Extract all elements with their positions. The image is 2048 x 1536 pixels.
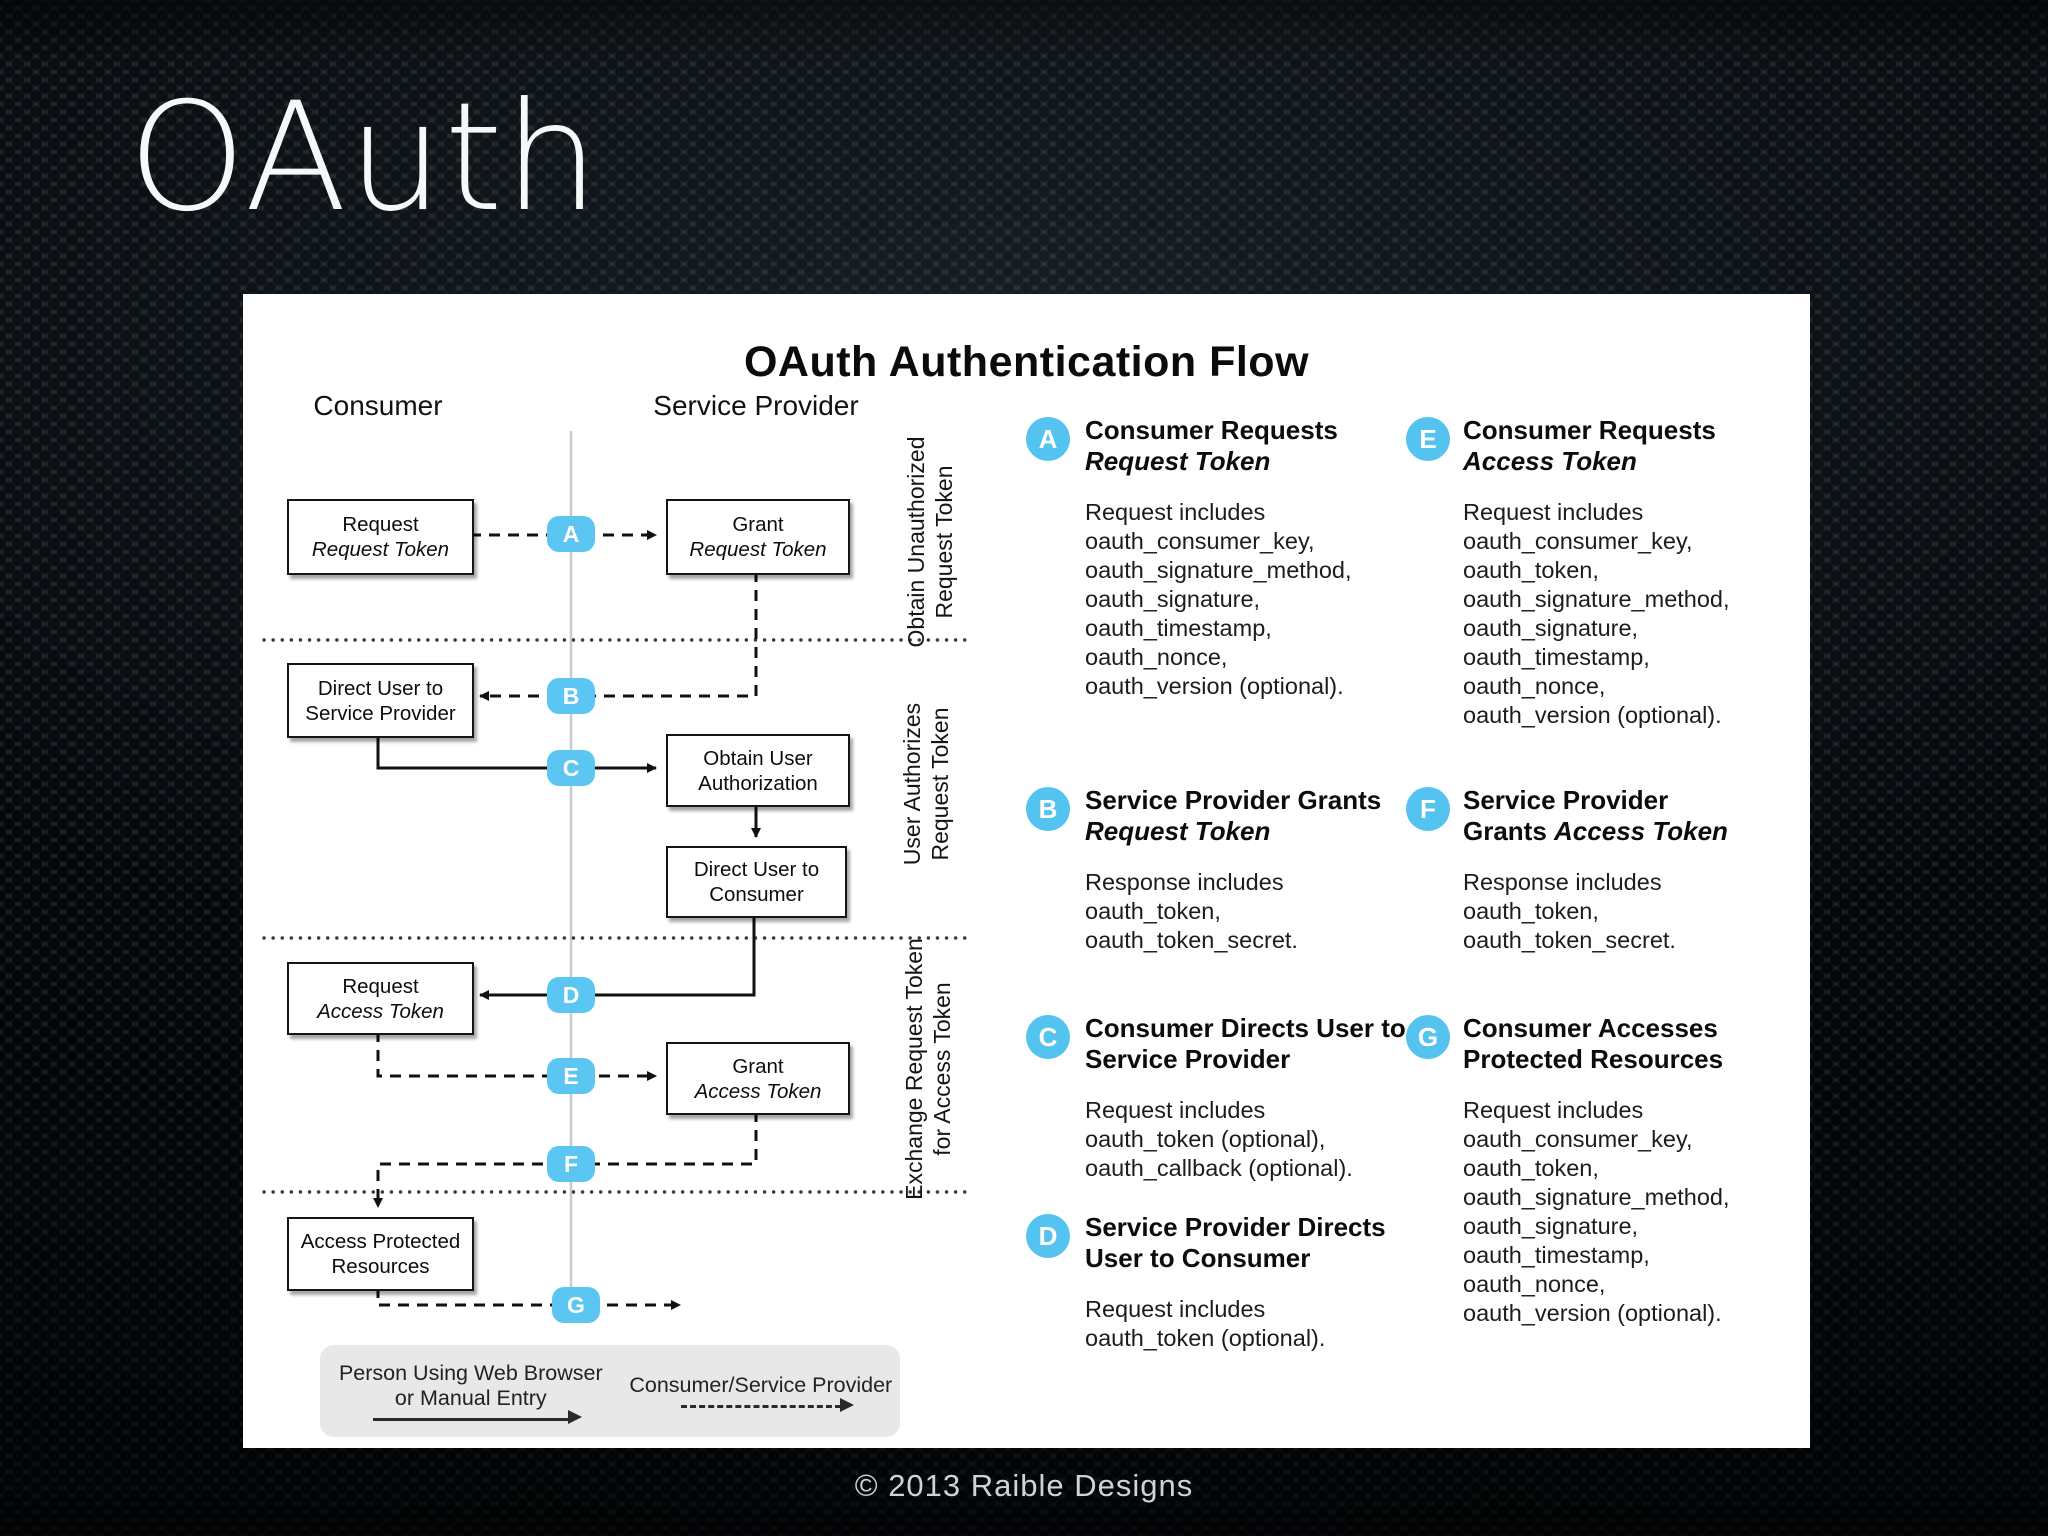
box-line: Request Token: [689, 538, 827, 561]
oauth-flow-panel: OAuth Authentication Flow Consumer Servi…: [243, 294, 1810, 1448]
flow-badge-b: B: [547, 678, 595, 714]
note-title-f: Service Provider Grants Access Token: [1463, 785, 1808, 847]
solid-arrow-shaft: [372, 1417, 569, 1421]
note-title-line: Service Provider Directs: [1085, 1212, 1386, 1242]
box-line: Resources: [331, 1255, 430, 1278]
legend-label-browser: Person Using Web Browser or Manual Entry: [338, 1360, 603, 1410]
box-line: Direct User to: [317, 676, 444, 700]
box-line: Authorization: [698, 771, 818, 795]
note-badge-c: C: [1026, 1015, 1070, 1059]
note-title-line-italic: Access Token: [1554, 816, 1728, 846]
legend-item-browser: Person Using Web Browser or Manual Entry: [320, 1360, 622, 1424]
note-title-line-italic: Request Token: [1085, 446, 1271, 476]
note-title-line: Consumer Accesses: [1463, 1013, 1718, 1043]
flow-badge-c: C: [547, 750, 595, 786]
note-badge-e: E: [1406, 417, 1450, 461]
flow-badge-g: G: [552, 1287, 600, 1323]
note-title-line: Service Provider: [1085, 1044, 1291, 1074]
note-title-line: Consumer Directs User to: [1085, 1013, 1406, 1043]
solid-arrow-head: [567, 1410, 582, 1424]
phase-label-exchange-request-token: Exchange Request Token for Access Token: [901, 938, 955, 1200]
box-line: Direct User to: [693, 858, 820, 881]
box-line: Obtain User: [703, 746, 813, 770]
box-request-access-token: Request Access Token: [287, 962, 474, 1035]
note-title-e: Consumer Requests Access Token: [1463, 415, 1808, 477]
note-title-c: Consumer Directs User to Service Provide…: [1085, 1013, 1430, 1075]
legend-item-consumer-sp: Consumer/Service Provider: [622, 1373, 900, 1412]
legend: Person Using Web Browser or Manual Entry…: [320, 1345, 900, 1437]
note-badge-b: B: [1026, 787, 1070, 831]
note-title-line: Protected Resources: [1463, 1044, 1724, 1074]
note-body-g: Request includes oauth_consumer_key, oau…: [1463, 1097, 1730, 1326]
note-title-line-italic: Access Token: [1463, 446, 1637, 476]
box-direct-user-to-consumer: Direct User to Consumer: [666, 846, 847, 918]
legend-label-consumer-sp: Consumer/Service Provider: [629, 1373, 893, 1397]
legend-dashed-arrow: [680, 1397, 854, 1412]
box-grant-access-token: Grant Access Token: [666, 1042, 850, 1115]
note-title-d: Service Provider Directs User to Consume…: [1085, 1212, 1430, 1274]
dashed-arrow-shaft: [680, 1405, 841, 1408]
note-title-line: Consumer Requests: [1463, 415, 1716, 445]
box-line: Request: [342, 974, 419, 998]
slide-title: OAuth: [128, 71, 600, 245]
box-line: Request: [342, 513, 419, 536]
note-body-b: Response includes oauth_token, oauth_tok…: [1085, 869, 1298, 953]
note-title-line: Consumer Requests: [1085, 415, 1338, 445]
note-title-line: Service Provider: [1463, 785, 1669, 815]
diagram-title: OAuth Authentication Flow: [743, 338, 1310, 386]
copyright-footer: © 2013 Raible Designs: [854, 1468, 1194, 1503]
note-title-a: Consumer Requests Request Token: [1085, 415, 1430, 477]
note-body-f: Response includes oauth_token, oauth_tok…: [1463, 869, 1676, 953]
note-badge-f: F: [1406, 787, 1450, 831]
note-badge-g: G: [1406, 1015, 1450, 1059]
box-line: Grant: [732, 513, 784, 536]
note-title-line: Grants: [1463, 816, 1555, 846]
flow-badge-e: E: [547, 1058, 595, 1094]
box-line: Request Token: [311, 538, 450, 561]
note-title-line-italic: Request Token: [1085, 816, 1271, 846]
box-obtain-user-authorization: Obtain User Authorization: [666, 734, 850, 807]
box-direct-user-to-service-provider: Direct User to Service Provider: [287, 663, 474, 738]
lane-header-consumer: Consumer: [313, 390, 443, 421]
note-badge-d: D: [1026, 1214, 1070, 1258]
note-body-d: Request includes oauth_token (optional).: [1085, 1296, 1326, 1351]
box-line: Grant: [732, 1054, 784, 1078]
note-body-a: Request includes oauth_consumer_key, oau…: [1085, 499, 1352, 699]
flow-badge-a: A: [547, 516, 595, 552]
note-title-line: Service Provider Grants: [1085, 785, 1382, 815]
flow-badge-d: D: [547, 977, 595, 1013]
box-line: Access Protected: [300, 1230, 461, 1253]
note-body-c: Request includes oauth_token (optional),…: [1085, 1097, 1353, 1181]
box-line: Service Provider: [305, 701, 456, 725]
box-grant-request-token: Grant Request Token: [666, 499, 850, 575]
note-title-b: Service Provider Grants Request Token: [1085, 785, 1430, 847]
box-line: Consumer: [709, 883, 804, 906]
note-title-g: Consumer Accesses Protected Resources: [1463, 1013, 1808, 1075]
flow-badge-f: F: [547, 1146, 595, 1182]
note-title-line: User to Consumer: [1085, 1243, 1311, 1273]
box-line: Access Token: [694, 1079, 822, 1103]
dashed-arrow-head: [839, 1397, 854, 1412]
box-request-request-token: Request Request Token: [287, 499, 474, 575]
box-line: Access Token: [317, 999, 444, 1023]
note-body-e: Request includes oauth_consumer_key, oau…: [1463, 499, 1730, 728]
note-badge-a: A: [1026, 417, 1070, 461]
box-access-protected-resources: Access Protected Resources: [287, 1217, 474, 1291]
lane-header-service-provider: Service Provider: [653, 390, 859, 421]
legend-solid-arrow: [372, 1410, 582, 1424]
